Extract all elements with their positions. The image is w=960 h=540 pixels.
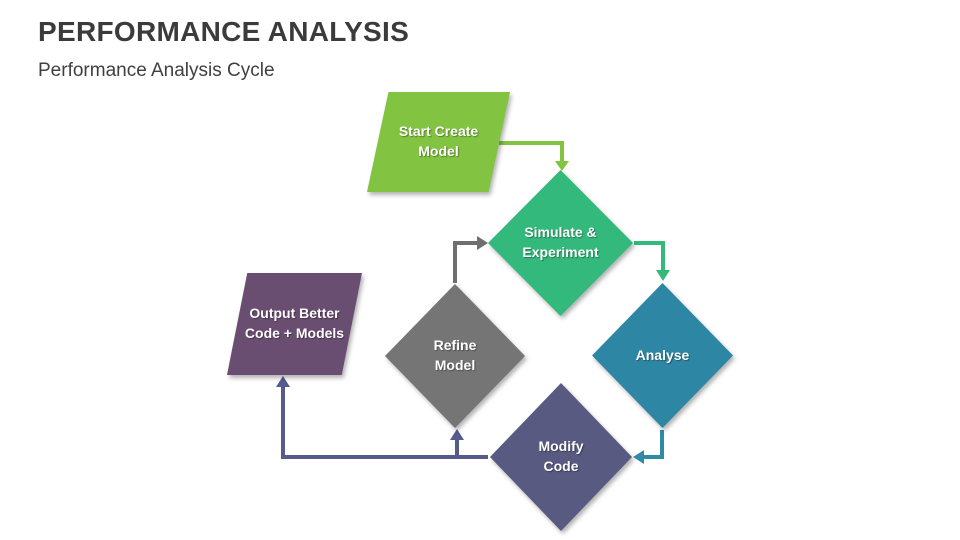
arrowhead-down-icon — [555, 161, 569, 171]
connector-modify-to-output — [276, 376, 488, 459]
parallelogram-shape: Output Better Code + Models — [227, 273, 362, 375]
node-label: Analyse — [635, 346, 690, 363]
node-output-better-code-models: Output Better Code + Models — [227, 273, 362, 375]
arrowhead-right-icon — [477, 236, 488, 250]
connector-analyse-to-modify — [633, 430, 664, 464]
arrowhead-up-icon — [276, 376, 290, 387]
node-simulate-experiment: Simulate & Experiment — [488, 170, 633, 316]
node-label: Output Better Code + Models — [244, 305, 345, 341]
connector-modify-to-refine — [450, 429, 464, 459]
arrowhead-left-icon — [633, 450, 644, 464]
node-modify-code: Modify Code — [490, 383, 632, 531]
diamond-shape: Refine Model — [385, 284, 525, 428]
node-label: Refine Model — [433, 337, 477, 373]
node-label: Start Create Model — [398, 123, 479, 159]
parallelogram-shape: Start Create Model — [367, 92, 510, 192]
arrowhead-down-icon — [656, 270, 670, 281]
page-subtitle: Performance Analysis Cycle — [38, 60, 275, 81]
connector-simulate-to-analyse — [634, 241, 670, 281]
node-refine-model: Refine Model — [385, 284, 525, 428]
connector-refine-to-simulate — [453, 236, 488, 283]
arrowhead-up-icon — [450, 429, 464, 440]
connector-start-to-simulate — [499, 141, 569, 171]
node-label: Modify Code — [538, 438, 584, 474]
page-title: PERFORMANCE ANALYSIS — [38, 16, 410, 47]
node-label: Simulate & Experiment — [522, 224, 599, 260]
node-start-create-model: Start Create Model — [367, 92, 510, 192]
node-analyse: Analyse — [592, 283, 733, 428]
